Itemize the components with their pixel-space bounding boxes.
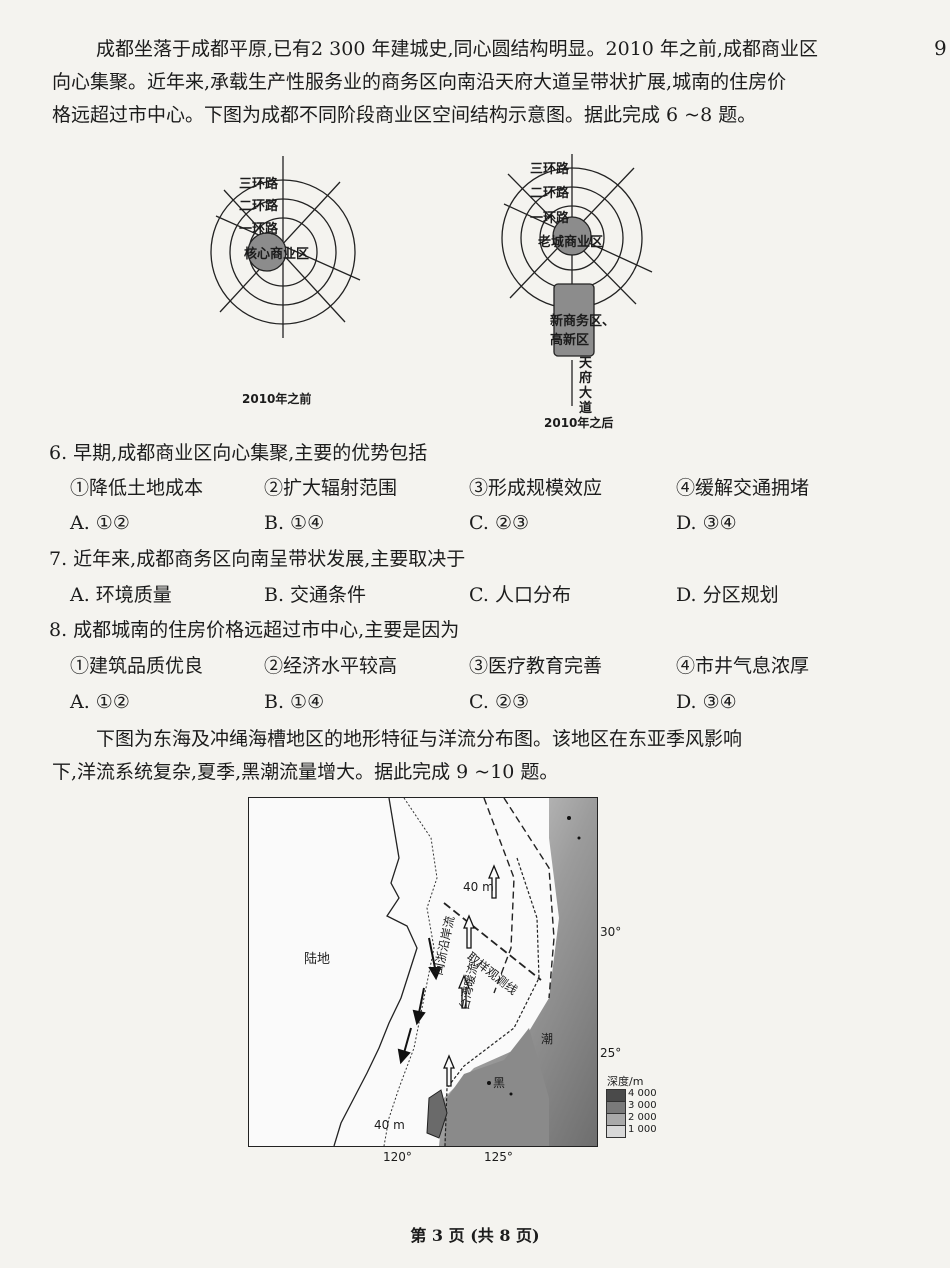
intro1-line-2: 向心集聚。近年来,承载生产性服务业的商务区向南沿天府大道呈带状扩展,城南的住房价	[52, 71, 787, 93]
new-business-area	[553, 283, 595, 357]
left-core-label: 核心商业区	[244, 247, 310, 262]
q6-option-a: A. ①②	[70, 512, 130, 534]
intro1-line-1: 成都坐落于成都平原,已有2 300 年建城史,同心圆结构明显。2010 年之前,…	[96, 38, 818, 60]
right-diagram-caption: 2010年之后	[544, 416, 614, 430]
old-business-district	[552, 216, 592, 256]
intro1-line-3: 格远超过市中心。下图为成都不同阶段商业区空间结构示意图。据此完成 6 ~8 题。	[52, 104, 757, 126]
kuroshio-boundary	[483, 798, 515, 994]
left-diagram-caption: 2010年之前	[242, 392, 312, 406]
lon-120-label: 120°	[383, 1150, 412, 1164]
right-ring-1-label: 一环路	[530, 211, 570, 226]
legend-label-3000: 3 000	[628, 1100, 657, 1111]
left-ring-1-label: 一环路	[239, 222, 279, 237]
core-business-district	[247, 232, 287, 272]
lat-25-label: 25°	[600, 1046, 622, 1060]
q8-option-a: A. ①②	[70, 691, 130, 713]
kuroshio-label-2: 黑	[493, 1076, 506, 1090]
intro-paragraph-1: 成都坐落于成都平原,已有2 300 年建城史,同心圆结构明显。2010 年之前,…	[52, 33, 852, 132]
diagram-after-2010	[501, 154, 653, 406]
q6-option-c: C. ②③	[469, 512, 530, 534]
kuroshio-label-1: 潮	[541, 1032, 554, 1046]
q8-item-2: ②经济水平较高	[264, 655, 398, 677]
right-core-label: 老城商业区	[538, 235, 604, 250]
q8-option-d: D. ③④	[676, 691, 737, 713]
legend-label-4000: 4 000	[628, 1088, 657, 1099]
legend-label-1000: 1 000	[628, 1124, 657, 1135]
left-ring-2-label: 二环路	[239, 199, 279, 214]
coastline	[333, 798, 418, 1146]
intro-paragraph-2: 下图为东海及冲绳海槽地区的地形特征与洋流分布图。该地区在东亚季风影响 下,洋流系…	[52, 723, 852, 789]
ryukyu-islands	[487, 816, 581, 1096]
radial-road	[215, 215, 361, 281]
q6-stem: 6. 早期,成都商业区向心集聚,主要的优势包括	[49, 442, 428, 464]
q6-option-b: B. ①④	[264, 512, 325, 534]
intro2-line-2: 下,洋流系统复杂,夏季,黑潮流量增大。据此完成 9 ~10 题。	[52, 761, 559, 783]
east-china-sea-map: 陆地 40 m 40 m 取样观测线 闽浙沿岸流 台湾暖流 潮 黑	[248, 797, 598, 1147]
isobath-40m-top-label: 40 m	[463, 880, 494, 894]
intro2-line-1: 下图为东海及冲绳海槽地区的地形特征与洋流分布图。该地区在东亚季风影响	[96, 728, 743, 750]
isobath-40m-bottom-label: 40 m	[374, 1118, 405, 1132]
q8-item-4: ④市井气息浓厚	[676, 655, 810, 677]
q8-item-1: ①建筑品质优良	[70, 655, 204, 677]
new-area-label-1: 新商务区、	[550, 314, 616, 329]
q6-option-d: D. ③④	[676, 512, 737, 534]
q8-item-3: ③医疗教育完善	[469, 655, 603, 677]
legend-label-2000: 2 000	[628, 1112, 657, 1123]
coastal-current-arrows	[397, 937, 442, 1065]
lon-125-label: 125°	[484, 1150, 513, 1164]
q7-option-b: B. 交通条件	[264, 584, 367, 606]
q8-option-b: B. ①④	[264, 691, 325, 713]
q7-stem: 7. 近年来,成都商务区向南呈带状发展,主要取决于	[49, 548, 466, 570]
q7-option-c: C. 人口分布	[469, 584, 571, 606]
warm-current-arrows	[443, 864, 500, 1087]
q6-item-2: ②扩大辐射范围	[264, 477, 398, 499]
q6-item-3: ③形成规模效应	[469, 477, 603, 499]
lat-30-label: 30°	[600, 925, 622, 939]
road-char-1: 天	[579, 356, 593, 371]
okinawa-trough-shading	[439, 798, 597, 1146]
diagram-before-2010	[210, 156, 361, 338]
right-ring-3-label: 三环路	[530, 162, 570, 177]
map-graphic	[333, 798, 597, 1146]
q8-option-c: C. ②③	[469, 691, 530, 713]
road-char-2: 府	[579, 371, 593, 386]
southern-shelf-shading	[444, 1028, 549, 1146]
q7-option-d: D. 分区规划	[676, 584, 779, 606]
kuroshio-boundary	[503, 798, 555, 999]
new-area-label-2: 高新区	[550, 333, 590, 348]
page-corner-mark: 9	[934, 36, 947, 60]
road-char-3: 大	[579, 386, 593, 401]
taiwan-island	[426, 1089, 448, 1139]
q7-option-a: A. 环境质量	[70, 584, 172, 606]
sampling-section-line	[443, 902, 542, 981]
isobath-40m	[383, 798, 438, 1146]
legend-swatch-1000	[606, 1125, 626, 1138]
q6-item-1: ①降低土地成本	[70, 477, 204, 499]
depth-legend-title: 深度/m	[607, 1075, 644, 1088]
q8-stem: 8. 成都城南的住房价格远超过市中心,主要是因为	[49, 619, 460, 641]
left-ring-3-label: 三环路	[239, 177, 279, 192]
page-footer: 第 3 页 (共 8 页)	[410, 1226, 540, 1245]
land-label: 陆地	[304, 952, 331, 967]
road-char-4: 道	[579, 401, 593, 416]
right-ring-2-label: 二环路	[530, 186, 570, 201]
q6-item-4: ④缓解交通拥堵	[676, 477, 810, 499]
